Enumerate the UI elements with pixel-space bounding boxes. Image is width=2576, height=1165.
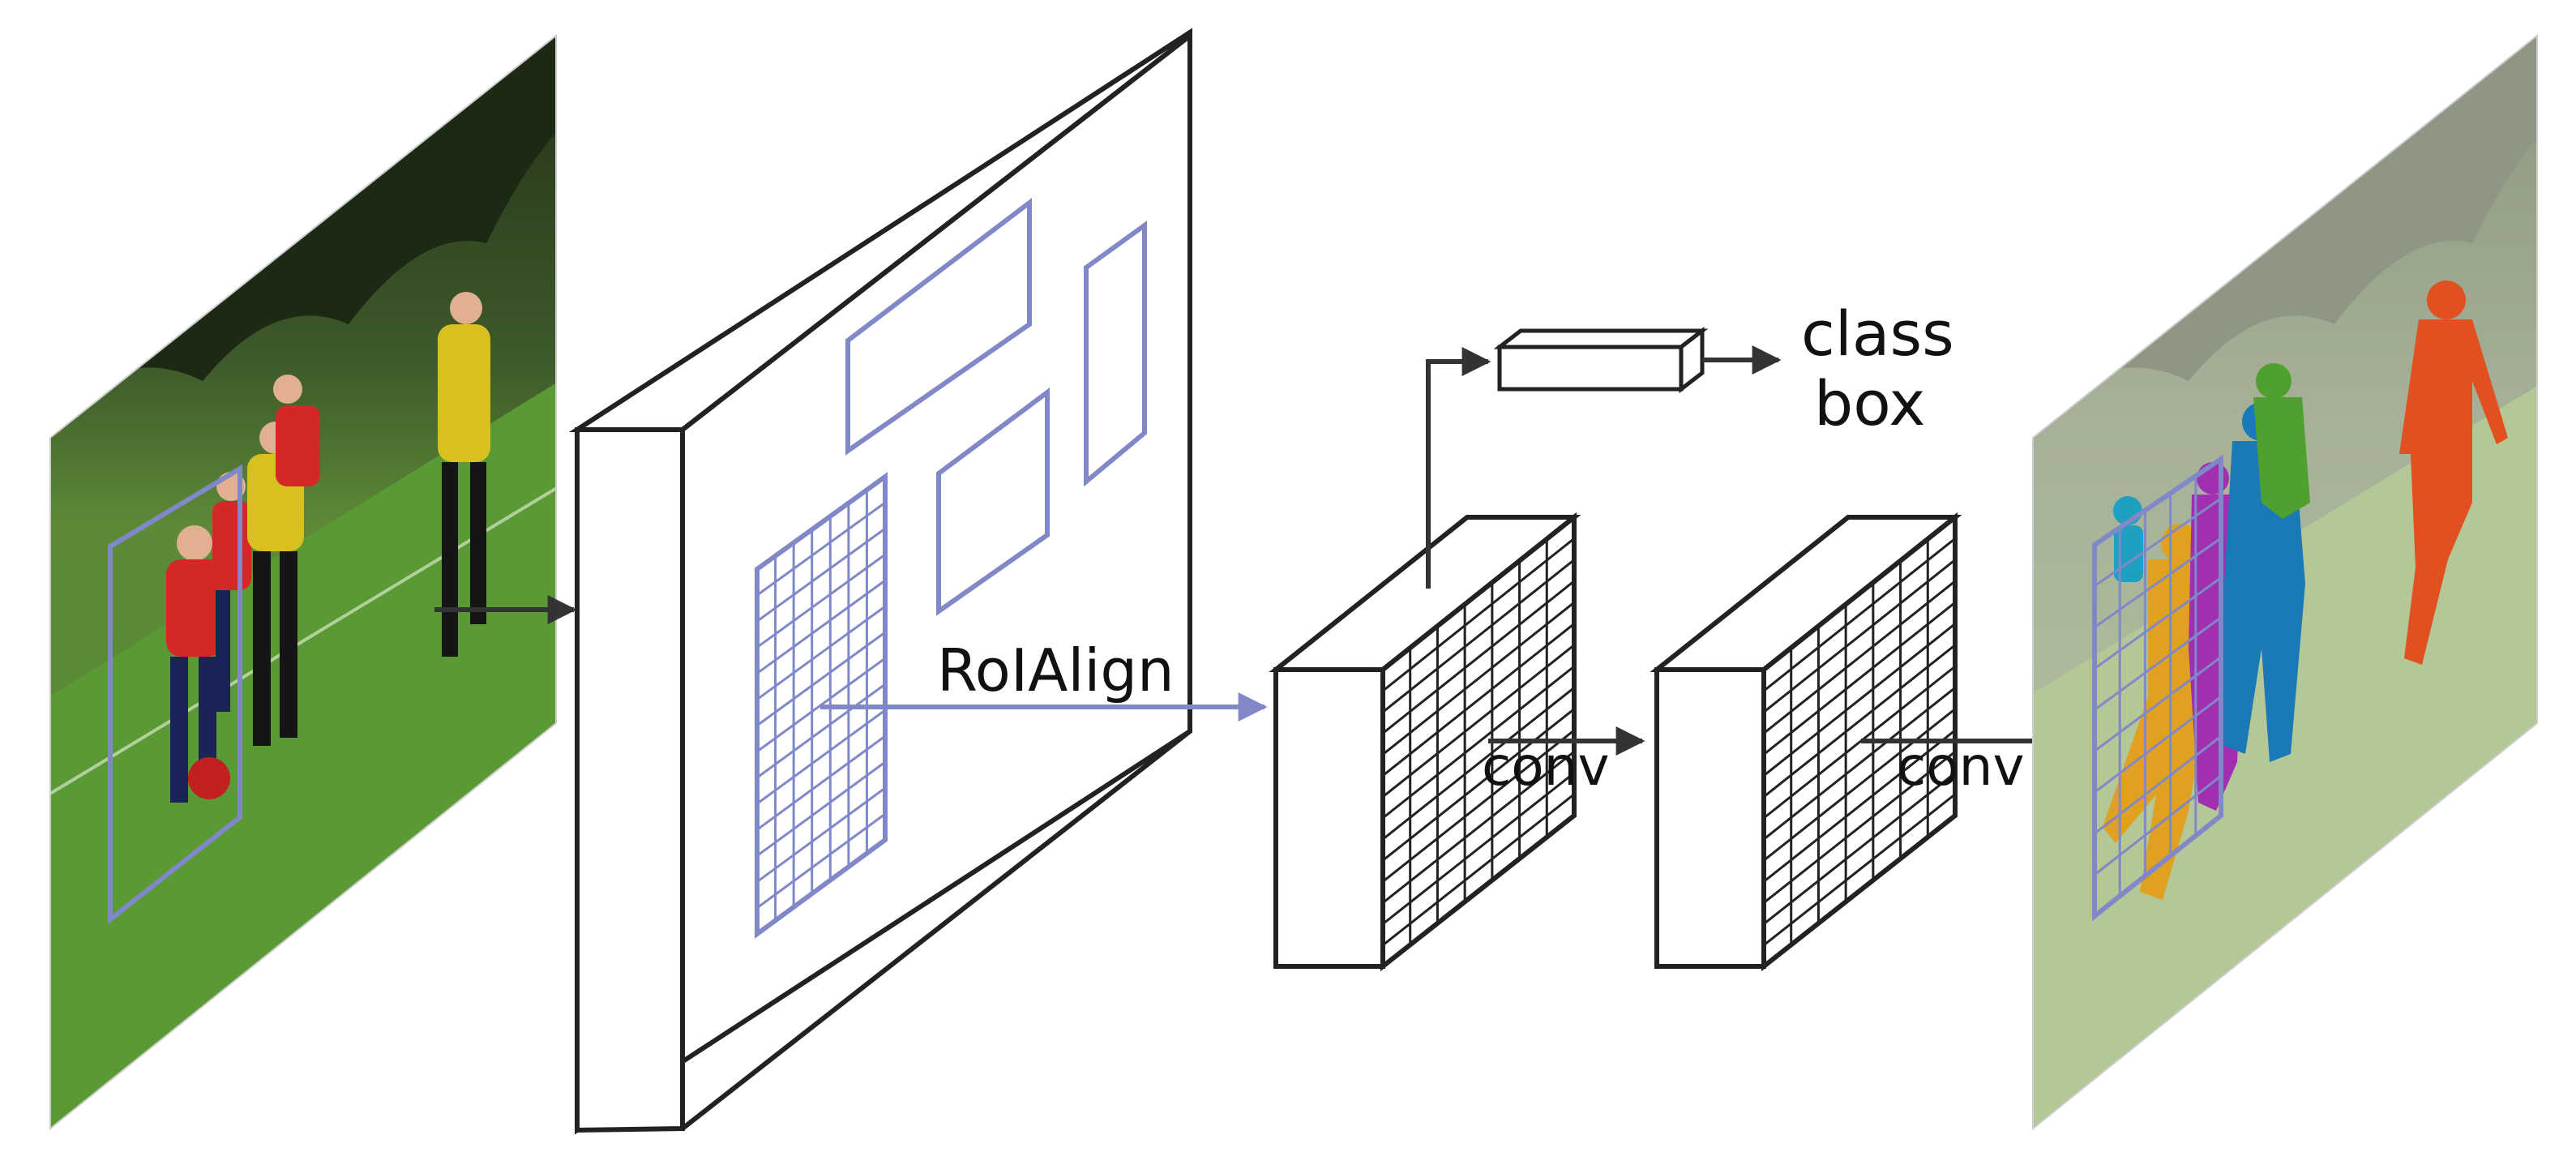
fc-layer-box [1493, 326, 1709, 394]
mask-player-red-orange [2399, 281, 2508, 665]
conv-label-1: conv [1482, 735, 1610, 798]
grid-line [2094, 696, 2222, 794]
grid-line [1382, 772, 1575, 925]
class-label: class [1801, 298, 1954, 370]
proposal-box-2 [1084, 221, 1147, 487]
grid-line [1763, 729, 1956, 883]
grid-line [1763, 750, 1956, 904]
grid-line [1763, 623, 1956, 777]
output-roi-box [2092, 454, 2223, 922]
grid-line [1763, 687, 1956, 841]
grid-line [1763, 559, 1956, 713]
grid-line [1382, 538, 1575, 692]
grid-line [2094, 576, 2222, 670]
grid-line [756, 760, 886, 857]
grid-line [1763, 580, 1956, 735]
proposal-box-1 [845, 197, 1032, 456]
grid-line [756, 579, 886, 675]
grid-line [756, 553, 886, 649]
grid-line [2094, 656, 2222, 752]
grid-line [1382, 559, 1575, 713]
player-yellow-1 [247, 422, 304, 746]
grid-line [756, 501, 886, 597]
grid-line [1763, 601, 1956, 756]
conv-label-2: conv [1897, 735, 2025, 798]
mask-player-green [2253, 363, 2310, 519]
grid-line [1763, 708, 1956, 862]
grid-line [756, 735, 886, 831]
box-label: box [1814, 367, 1925, 439]
grid-line [2094, 735, 2222, 835]
grid-line [756, 631, 886, 727]
grid-line [1382, 601, 1575, 756]
grid-line [2094, 616, 2222, 711]
input-image [49, 33, 557, 1131]
grid-line [1763, 644, 1956, 799]
grid-line [756, 709, 886, 805]
grid-line [1763, 772, 1956, 925]
roialign-label: RoIAlign [937, 636, 1175, 705]
grid-line [1382, 580, 1575, 735]
grid-line [1382, 644, 1575, 799]
output-image [2032, 33, 2538, 1131]
grid-line [756, 812, 886, 910]
grid-line [1763, 665, 1956, 820]
player-yellow-2 [438, 292, 490, 657]
input-roi-box [108, 464, 242, 925]
grid-line [1763, 538, 1956, 692]
grid-line [1382, 687, 1575, 841]
grid-line [1382, 729, 1575, 883]
grid-line [1382, 793, 1575, 947]
grid-line [1382, 665, 1575, 820]
grid-line [1382, 708, 1575, 862]
roi-feature-block [1269, 512, 1581, 972]
feature-roi-grid [755, 472, 888, 939]
grid-line [756, 786, 886, 883]
grid-line [1763, 793, 1956, 947]
grid-line [2094, 774, 2222, 876]
grid-line [756, 527, 886, 623]
mask-feature-block [1650, 512, 1962, 972]
player-red-1 [166, 525, 230, 803]
grid-line [756, 605, 886, 700]
grid-line [2094, 537, 2222, 629]
proposal-box-3 [936, 388, 1050, 616]
grid-line [1382, 750, 1575, 904]
backbone-feature-map [568, 28, 1192, 1135]
grid-line [2094, 497, 2222, 588]
player-red-3 [273, 375, 320, 486]
grid-line [756, 683, 886, 779]
grid-line [1382, 623, 1575, 777]
class-box-branch [1426, 326, 1782, 589]
